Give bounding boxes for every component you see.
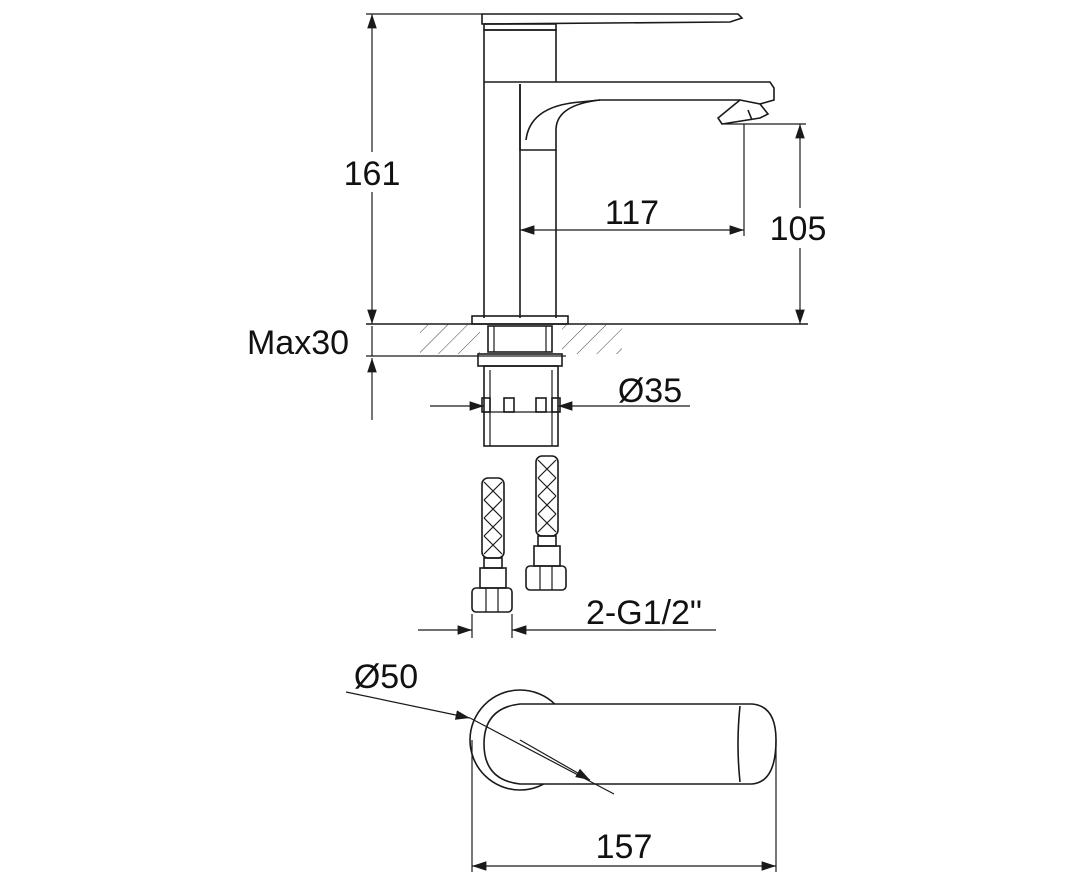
dim-label-161: 161 bbox=[344, 155, 401, 193]
dimension-hose-connection: 2-G1/2" bbox=[418, 594, 716, 638]
dim-label-diameter-50: Ø50 bbox=[354, 658, 418, 696]
dimension-diameter-50: Ø50 bbox=[345, 658, 615, 795]
supply-hoses bbox=[471, 455, 567, 613]
hose-left bbox=[471, 477, 513, 613]
dim-label-117: 117 bbox=[605, 194, 659, 232]
dimension-157: 157 bbox=[471, 740, 777, 872]
dimension-diameter-35: Ø35 bbox=[430, 372, 690, 411]
dim-label-105: 105 bbox=[770, 210, 827, 248]
dimension-117: 117 bbox=[520, 124, 745, 236]
dimension-105: 105 bbox=[724, 123, 836, 324]
dim-label-diameter-35: Ø35 bbox=[618, 372, 682, 410]
dimension-161: 161 bbox=[338, 13, 482, 324]
dim-label-max30: Max30 bbox=[247, 324, 349, 362]
hose-right bbox=[525, 455, 567, 591]
dimension-max30: Max30 bbox=[247, 324, 377, 420]
deck-section bbox=[366, 323, 808, 357]
dim-label-157: 157 bbox=[596, 828, 653, 866]
faucet-side-view bbox=[471, 13, 775, 325]
mounting-shank bbox=[477, 325, 563, 447]
dim-label-hose-connection: 2-G1/2" bbox=[586, 594, 702, 632]
faucet-top-view bbox=[469, 689, 777, 791]
